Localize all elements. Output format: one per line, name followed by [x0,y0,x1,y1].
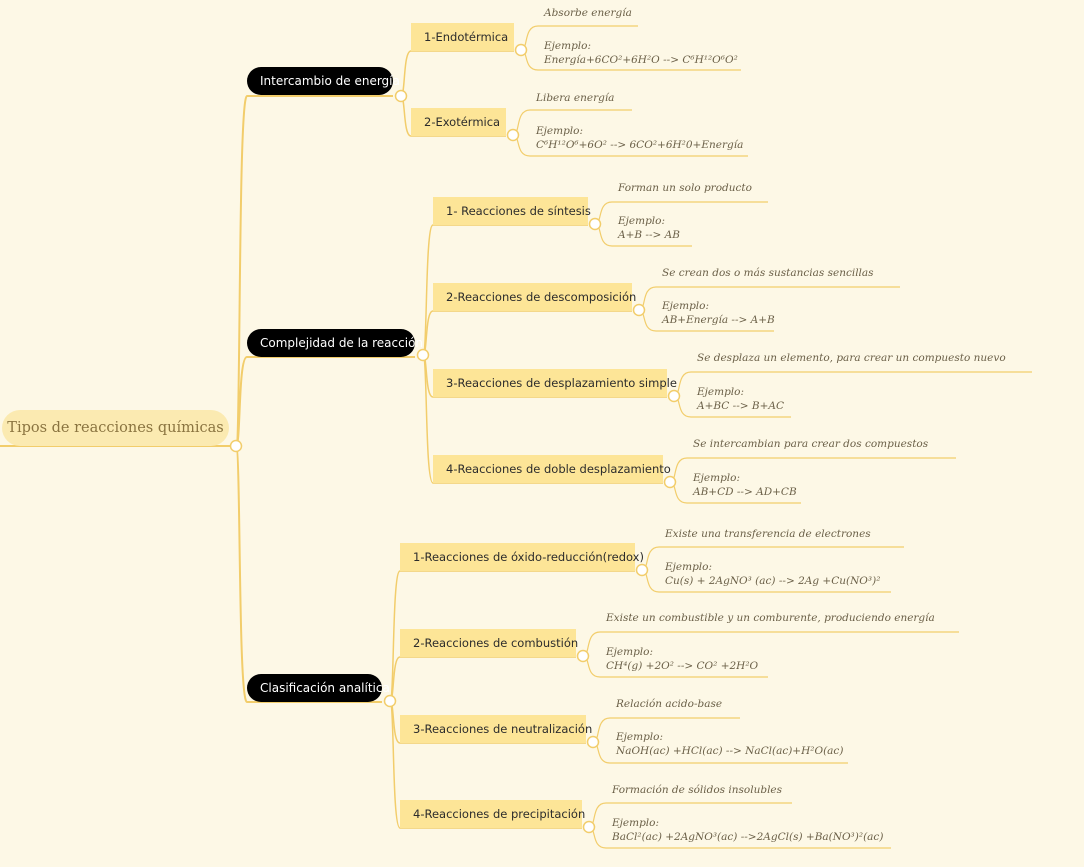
category-intercambio-energia[interactable]: Intercambio de energía [247,67,400,95]
example-label: Ejemplo: [536,125,584,137]
connector-line [422,310,434,356]
example-doble-desplazamiento: Ejemplo: AB+CD --> AD+CB [693,471,797,499]
topic-combustion[interactable]: 2-Reacciones de combustión [400,629,578,657]
collapse-knob[interactable] [667,389,681,403]
example-text: Cu(s) + 2AgNO³ (ac) --> 2Ag +Cu(NO³)² [665,575,881,587]
collapse-knob[interactable] [394,89,408,103]
example-precipitacion: Ejemplo: BaCl²(ac) +2AgNO³(ac) -->2AgCl(s… [612,816,883,844]
example-label: Ejemplo: [612,817,660,829]
desc-desplazamiento-simple: Se desplaza un elemento, para crear un c… [697,352,1006,364]
connector-line [235,445,248,703]
collapse-knob[interactable] [416,348,430,362]
collapse-knob[interactable] [514,43,528,57]
connector-line [389,570,401,702]
collapse-knob[interactable] [576,649,590,663]
example-text: A+BC --> B+AC [697,400,785,412]
collapse-knob[interactable] [632,303,646,317]
example-oxido-reduccion: Ejemplo: Cu(s) + 2AgNO³ (ac) --> 2Ag +Cu(… [665,560,880,588]
root-node[interactable]: Tipos de reacciones químicas [2,410,229,446]
desc-descomposicion: Se crean dos o más sustancias sencillas [662,267,874,279]
desc-endotermica: Absorbe energía [544,7,632,19]
topic-endotermica[interactable]: 1-Endotérmica [411,23,514,51]
example-label: Ejemplo: [693,472,741,484]
example-desplazamiento-simple: Ejemplo: A+BC --> B+AC [697,385,784,413]
connector-line [400,50,412,97]
topic-oxido-reduccion[interactable]: 1-Reacciones de óxido-reducción(redox) [400,543,644,571]
collapse-knob[interactable] [383,694,397,708]
example-label: Ejemplo: [662,300,710,312]
example-text: A+B --> AB [618,229,680,241]
connector-line [422,354,434,484]
example-label: Ejemplo: [697,386,745,398]
example-label: Ejemplo: [618,215,666,227]
category-clasificacion-analitica[interactable]: Clasificación analítica [247,674,390,702]
topic-desplazamiento-simple[interactable]: 3-Reacciones de desplazamiento simple [433,369,677,397]
desc-precipitacion: Formación de sólidos insolubles [612,784,783,796]
connector-line [422,224,434,356]
desc-exotermica: Libera energía [536,92,615,104]
desc-combustion: Existe un combustible y un comburente, p… [606,612,935,624]
example-combustion: Ejemplo: CH⁴(g) +2O² --> CO² +2H²O [606,645,758,673]
connector-line [235,95,248,447]
connector-line [389,656,401,702]
example-neutralizacion: Ejemplo: NaOH(ac) +HCl(ac) --> NaCl(ac)+H… [616,730,843,758]
collapse-knob[interactable] [506,128,520,142]
connector-line [389,700,401,829]
topic-exotermica[interactable]: 2-Exotérmica [411,108,506,136]
example-exotermica: Ejemplo: C⁶H¹²O⁶+6O² --> 6CO²+6H²0+Energí… [536,124,743,152]
desc-sintesis: Forman un solo producto [618,182,752,194]
example-text: AB+Energía --> A+B [662,314,775,326]
desc-oxido-reduccion: Existe una transferencia de electrones [665,528,871,540]
example-descomposicion: Ejemplo: AB+Energía --> A+B [662,299,775,327]
example-text: NaOH(ac) +HCl(ac) --> NaCl(ac)+H²O(ac) [616,745,844,757]
example-text: C⁶H¹²O⁶+6O² --> 6CO²+6H²0+Energía [536,139,744,151]
collapse-knob[interactable] [582,820,596,834]
example-endotermica: Ejemplo: Energía+6CO²+6H²O --> C⁶H¹²O⁶O² [544,39,738,67]
collapse-knob[interactable] [229,439,243,453]
example-label: Ejemplo: [544,40,592,52]
example-text: BaCl²(ac) +2AgNO³(ac) -->2AgCl(s) +Ba(NO… [612,831,884,843]
desc-doble-desplazamiento: Se intercambian para crear dos compuesto… [693,438,929,450]
example-text: AB+CD --> AD+CB [693,486,797,498]
example-label: Ejemplo: [616,731,664,743]
desc-neutralizacion: Relación acido-base [616,698,723,710]
topic-neutralizacion[interactable]: 3-Reacciones de neutralización [400,715,592,743]
example-label: Ejemplo: [606,646,654,658]
example-text: Energía+6CO²+6H²O --> C⁶H¹²O⁶O² [544,54,738,66]
topic-doble-desplazamiento[interactable]: 4-Reacciones de doble desplazamiento [433,455,671,483]
collapse-knob[interactable] [588,217,602,231]
topic-precipitacion[interactable]: 4-Reacciones de precipitación [400,800,585,828]
topic-descomposicion[interactable]: 2-Reacciones de descomposición [433,283,636,311]
collapse-knob[interactable] [586,735,600,749]
category-complejidad-reaccion[interactable]: Complejidad de la reacción [247,329,423,357]
topic-sintesis[interactable]: 1- Reacciones de síntesis [433,197,591,225]
example-text: CH⁴(g) +2O² --> CO² +2H²O [606,660,759,672]
example-label: Ejemplo: [665,561,713,573]
collapse-knob[interactable] [635,563,649,577]
collapse-knob[interactable] [663,475,677,489]
example-sintesis: Ejemplo: A+B --> AB [618,214,680,242]
